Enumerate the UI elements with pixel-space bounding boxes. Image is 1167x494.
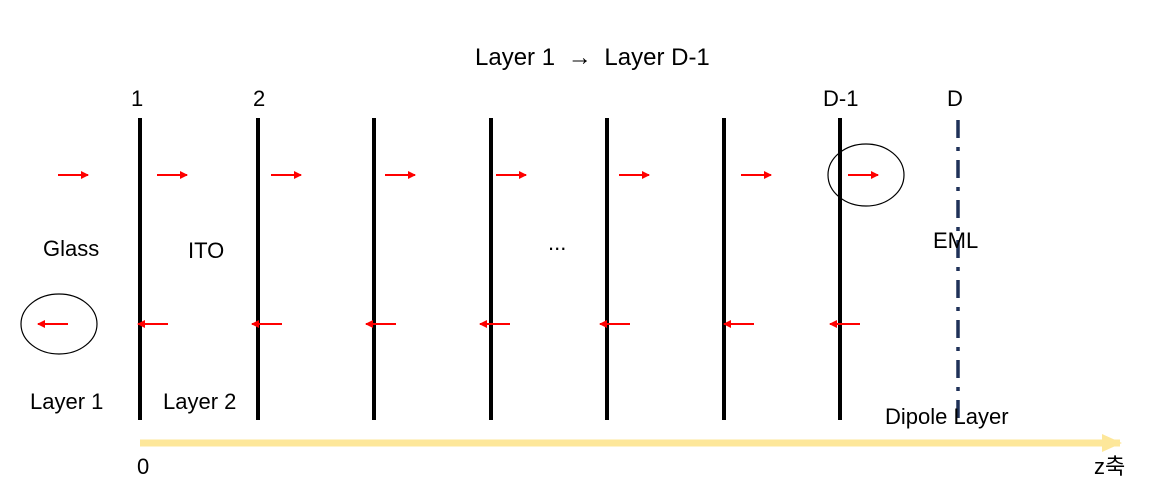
diagram-title: Layer 1 → Layer D-1 [475,46,710,70]
interface-label-1: 1 [131,86,144,111]
layer-ellipsis: ... [548,230,567,255]
dipole-layer-label: Dipole Layer [885,404,1009,429]
interface-label-d-1: D-1 [823,86,859,111]
axis-label: z축 [1094,454,1126,479]
layer-name-eml: EML [933,228,979,253]
layer-number-2: Layer 2 [163,389,237,414]
axis-origin-label: 0 [137,454,150,479]
layer-name-glass: Glass [43,236,100,261]
layer-name-ito: ITO [188,238,225,263]
interface-label-2: 2 [253,86,266,111]
layer-number-1: Layer 1 [30,389,104,414]
title-to: Layer D-1 [604,44,710,71]
highlight-circle-backward [20,293,98,355]
interface-label-d: D [947,86,963,111]
highlight-circle-forward [827,143,905,207]
title-from: Layer 1 [475,44,556,71]
interface-lines [138,118,842,420]
title-arrow: → [567,44,592,71]
